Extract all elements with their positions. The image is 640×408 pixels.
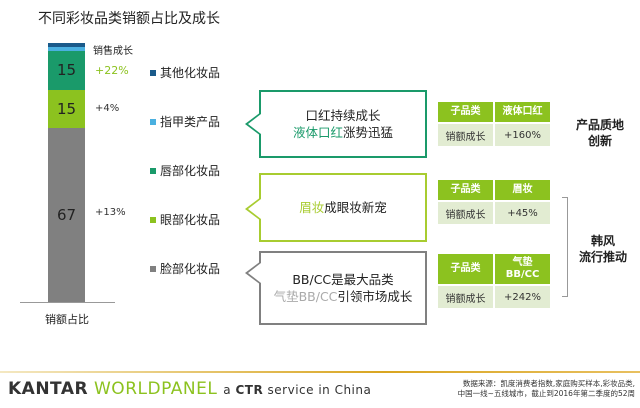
side-text: 韩风 bbox=[590, 234, 615, 248]
callout-lipstick: 口红持续成长 液体口红涨势迅猛 bbox=[245, 90, 427, 158]
side-text: 产品质地 bbox=[575, 118, 624, 132]
logo-text: KANTAR bbox=[8, 379, 89, 399]
table-header: 眉妆 bbox=[495, 180, 550, 200]
growth-face: +13% bbox=[95, 207, 126, 218]
data-label: 15 bbox=[56, 61, 77, 80]
legend-label: 脸部化妆品 bbox=[160, 262, 221, 276]
table-cell: 销额成长 bbox=[438, 202, 493, 224]
callout-eyebrow: 眉妆成眼妆新宠 bbox=[245, 173, 427, 242]
highlight-text: 气垫BB/CC bbox=[273, 289, 338, 304]
bar-segment-lips: 15 bbox=[48, 50, 85, 90]
callout-text: 引领市场成长 bbox=[337, 289, 413, 304]
callout-line: 眉妆成眼妆新宠 bbox=[299, 199, 387, 216]
legend-item: 唇部化妆品 bbox=[150, 162, 220, 179]
logo-text: WORLDPANEL bbox=[94, 379, 218, 399]
callout-pointer bbox=[245, 261, 261, 285]
side-label-innovation: 产品质地创新 bbox=[570, 117, 630, 149]
bracket bbox=[562, 197, 568, 297]
bar-segment-face: 67 bbox=[48, 128, 85, 302]
data-label: 15 bbox=[56, 100, 77, 119]
side-text: 流行推动 bbox=[578, 250, 627, 264]
legend-item: 其他化妆品 bbox=[150, 64, 220, 81]
callout-pointer bbox=[245, 112, 261, 136]
table-header: 子品类 bbox=[438, 102, 493, 122]
callout-text: 成眼妆新宠 bbox=[324, 200, 387, 215]
side-label-korean-trend: 韩风流行推动 bbox=[570, 233, 636, 265]
table-header: 液体口红 bbox=[495, 102, 550, 122]
growth-header: 销售成长 bbox=[93, 46, 133, 57]
callout-line: 气垫BB/CC引领市场成长 bbox=[274, 288, 413, 305]
callout-text: 涨势迅猛 bbox=[343, 125, 394, 140]
legend-swatch bbox=[150, 118, 156, 125]
legend-label: 其他化妆品 bbox=[160, 66, 221, 80]
tagline: a bbox=[223, 383, 236, 397]
x-axis bbox=[20, 302, 115, 303]
legend-swatch bbox=[150, 216, 156, 223]
table-header: 子品类 bbox=[438, 254, 493, 284]
legend-swatch bbox=[150, 69, 156, 76]
table-eyebrow: 子品类眉妆 销额成长+45% bbox=[438, 180, 550, 224]
x-axis-label: 销额占比 bbox=[45, 313, 89, 326]
table-header: 子品类 bbox=[438, 180, 493, 200]
callout-pointer bbox=[245, 197, 261, 221]
bar-segment-eyes: 15 bbox=[48, 89, 85, 129]
legend-label: 指甲类产品 bbox=[160, 115, 221, 129]
callout-bbcc: BB/CC是最大品类 气垫BB/CC引领市场成长 bbox=[245, 251, 427, 325]
callout-line: 液体口红涨势迅猛 bbox=[293, 124, 393, 141]
table-cell: 销额成长 bbox=[438, 286, 493, 308]
data-label: 67 bbox=[56, 206, 77, 225]
source-line: 数据来源：凯度消费者指数,家庭购买样本,彩妆品类, bbox=[462, 379, 635, 388]
highlight-text: 液体口红 bbox=[292, 125, 343, 140]
callout-line: BB/CC是最大品类 bbox=[292, 272, 394, 287]
legend-label: 眼部化妆品 bbox=[160, 213, 221, 227]
table-liquid-lipstick: 子品类液体口红 销额成长+160% bbox=[438, 102, 550, 146]
side-text: 创新 bbox=[587, 134, 612, 148]
legend-swatch bbox=[150, 265, 156, 272]
highlight-text: 眉妆 bbox=[299, 200, 325, 215]
bar-segment-nails bbox=[48, 46, 85, 51]
tagline: service in China bbox=[263, 383, 372, 397]
legend-swatch bbox=[150, 167, 156, 174]
bar-segment-other bbox=[48, 43, 85, 47]
growth-eyes: +4% bbox=[95, 103, 120, 114]
legend-label: 唇部化妆品 bbox=[160, 164, 221, 178]
table-cell: +45% bbox=[495, 202, 550, 224]
kantar-logo: KANTAR WORLDPANEL a CTR service in China bbox=[8, 379, 371, 399]
legend-item: 指甲类产品 bbox=[150, 113, 220, 130]
growth-lips: +22% bbox=[95, 64, 129, 77]
table-cushion-bbcc: 子品类气垫BB/CC 销额成长+242% bbox=[438, 254, 550, 308]
table-header: 气垫BB/CC bbox=[495, 254, 550, 284]
callout-line: 口红持续成长 bbox=[305, 108, 381, 123]
table-cell: +242% bbox=[495, 286, 550, 308]
table-cell: 销额成长 bbox=[438, 124, 493, 146]
tagline: CTR bbox=[235, 383, 264, 397]
data-source: 数据来源：凯度消费者指数,家庭购买样本,彩妆品类,中国一线~五线城市，截止到20… bbox=[420, 379, 635, 399]
source-line: 中国一线~五线城市，截止到2016年第二季度的52周 bbox=[457, 389, 635, 398]
table-cell: +160% bbox=[495, 124, 550, 146]
footer-divider bbox=[0, 371, 640, 373]
legend-item: 脸部化妆品 bbox=[150, 260, 220, 277]
page-title: 不同彩妆品类销额占比及成长 bbox=[38, 11, 220, 27]
legend-item: 眼部化妆品 bbox=[150, 211, 220, 228]
